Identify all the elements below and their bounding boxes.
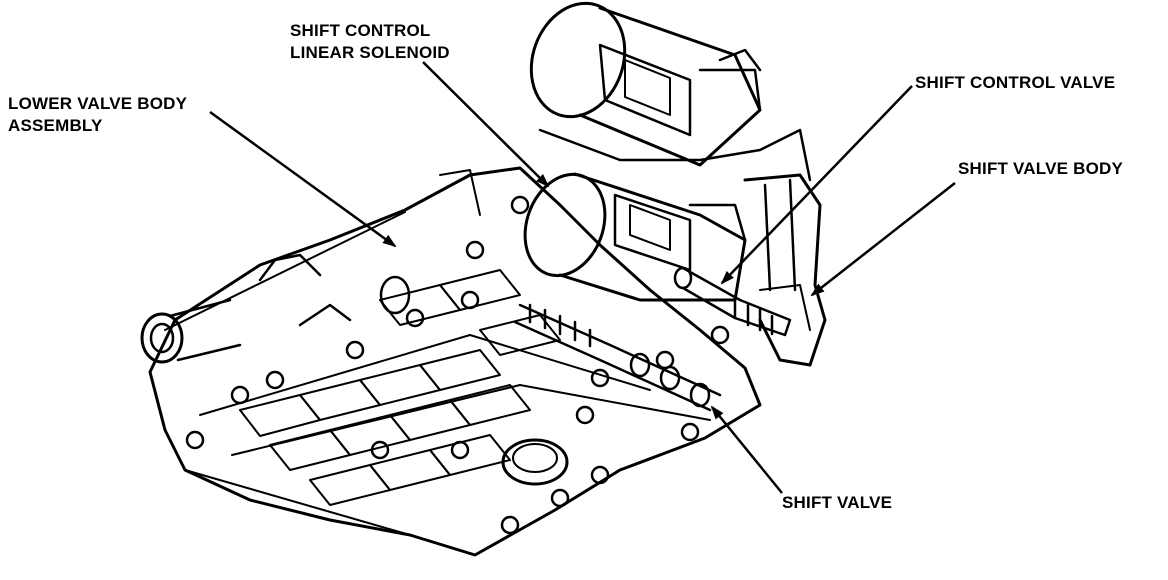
shift-valve [513,303,722,412]
label-line: LINEAR SOLENOID [290,43,450,62]
label-lower-valve-body-assembly: LOWER VALVE BODY ASSEMBLY [8,93,187,137]
leader-shift-control-linear-solenoid [422,61,550,188]
label-shift-valve-body: SHIFT VALVE BODY [958,159,1124,178]
label-line: SHIFT CONTROL [290,21,431,40]
lower-valve-body-assembly [140,166,762,557]
leader-shift-control-valve [720,85,913,285]
leader-shift-valve [710,405,783,494]
label-line: ASSEMBLY [8,116,103,135]
leader-lines [209,61,956,494]
shift-control-linear-solenoid [523,172,747,302]
leader-lower-valve-body [209,110,397,248]
label-line: LOWER VALVE BODY [8,94,188,113]
label-shift-control-linear-solenoid: SHIFT CONTROL LINEAR SOLENOID [290,20,450,64]
label-shift-valve: SHIFT VALVE [782,493,893,512]
shift-control-valve [673,266,792,337]
label-shift-control-valve: SHIFT CONTROL VALVE [915,73,1116,92]
shift-valve-body [743,173,827,367]
rear-solenoid [529,1,812,182]
leader-shift-valve-body [810,182,956,297]
